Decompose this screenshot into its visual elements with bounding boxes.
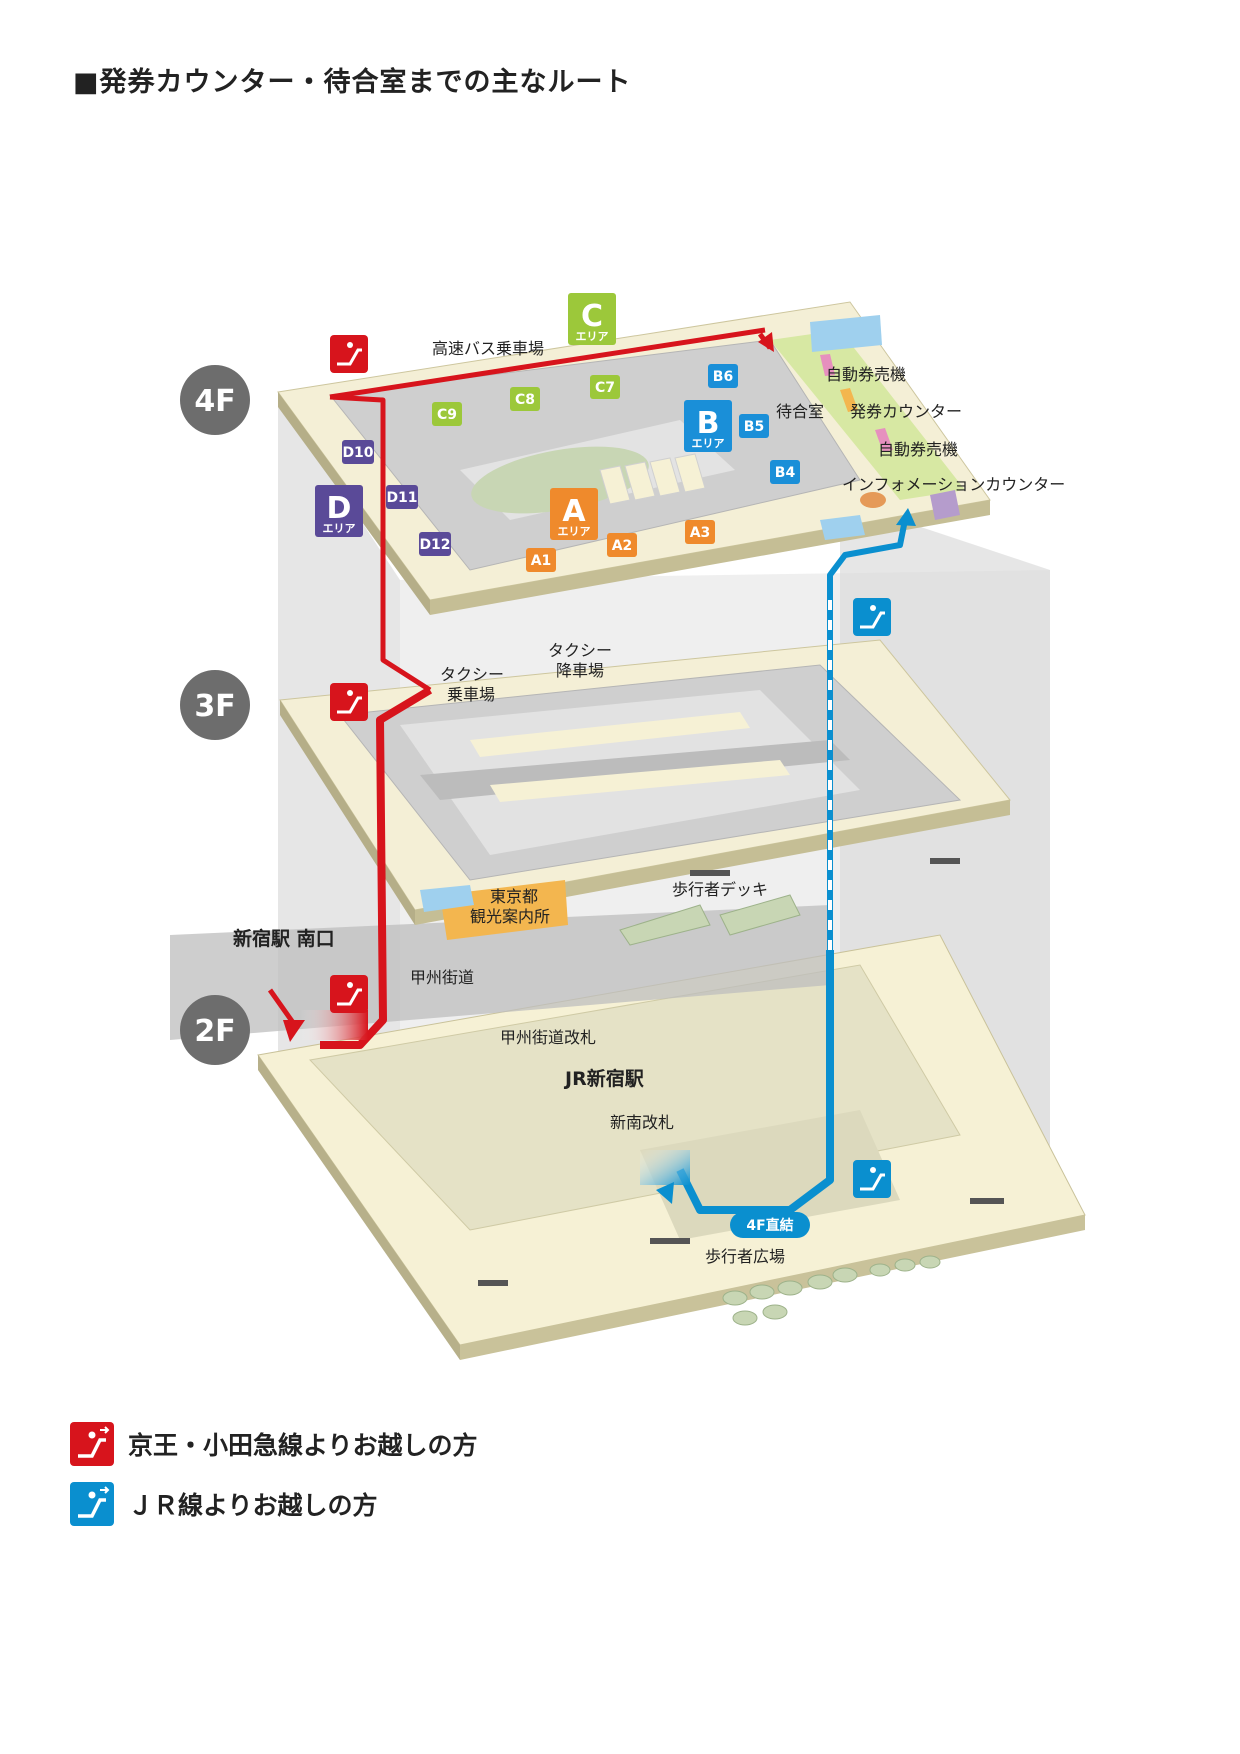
- svg-text:A3: A3: [690, 525, 711, 541]
- svg-text:A2: A2: [612, 538, 633, 554]
- svg-text:エリア: エリア: [692, 437, 725, 450]
- svg-text:エリア: エリア: [323, 522, 356, 535]
- floor-badge-4f: 4F: [180, 365, 250, 435]
- label-ticket-counter: 発券カウンター: [850, 402, 962, 421]
- stop-badge-d10: D10: [342, 440, 374, 464]
- label-south-exit: 新宿駅 南口: [233, 927, 335, 950]
- label-jr-shinjuku: JR新宿駅: [563, 1067, 645, 1090]
- legend-keio: 京王・小田急線よりお越しの方: [70, 1422, 478, 1466]
- svg-text:C7: C7: [595, 380, 615, 396]
- page-title: ■発券カウンター・待合室までの主なルート: [73, 67, 632, 98]
- svg-text:D10: D10: [342, 445, 373, 461]
- label-new-south-gate: 新南改札: [610, 1113, 674, 1132]
- label-ticket-machine-1: 自動券売機: [826, 365, 906, 384]
- stop-badge-d12: D12: [419, 532, 451, 556]
- svg-text:B5: B5: [744, 419, 764, 435]
- svg-text:エリア: エリア: [576, 330, 609, 343]
- label-tokyo-info-2: 観光案内所: [470, 907, 550, 926]
- route-red-start-fade: [300, 1010, 368, 1040]
- floor-badge-2f: 2F: [180, 995, 250, 1065]
- label-koshu-gate: 甲州街道改札: [500, 1028, 596, 1047]
- svg-text:B: B: [697, 406, 720, 441]
- label-plaza: 歩行者広場: [705, 1247, 785, 1266]
- svg-text:3F: 3F: [194, 689, 235, 724]
- label-waiting-room: 待合室: [776, 402, 824, 421]
- escalator-red-icon: [70, 1422, 114, 1466]
- stop-badge-a1: A1: [526, 548, 556, 572]
- stop-badge-b4: B4: [770, 460, 800, 484]
- label-taxi-drop-2: 降車場: [556, 661, 604, 680]
- svg-text:C: C: [581, 299, 603, 334]
- svg-text:エリア: エリア: [558, 525, 591, 538]
- svg-text:B6: B6: [713, 369, 733, 385]
- floor-2f-slab: [257, 934, 1086, 1360]
- label-taxi-drop-1: タクシー: [548, 641, 612, 660]
- area-badge-b: B エリア: [684, 400, 732, 452]
- stop-badge-a3: A3: [685, 520, 715, 544]
- escalator-blue-icon: [70, 1482, 114, 1526]
- escalator-red-icon: [330, 335, 368, 373]
- legend-keio-label: 京王・小田急線よりお越しの方: [128, 1431, 478, 1460]
- area-badge-d: D エリア: [315, 485, 363, 537]
- label-taxi-ride-2: 乗車場: [447, 685, 495, 704]
- svg-text:D: D: [327, 491, 352, 526]
- label-highway-bus: 高速バス乗車場: [432, 339, 544, 358]
- label-ticket-machine-2: 自動券売機: [878, 440, 958, 459]
- svg-text:D11: D11: [386, 490, 417, 506]
- stop-badge-c9: C9: [432, 402, 462, 426]
- route-red-arrow-2f: [283, 1020, 305, 1042]
- svg-text:C9: C9: [437, 407, 457, 423]
- escalator-red-icon: [330, 975, 368, 1013]
- route-blue-start-fade: [640, 1150, 690, 1185]
- stop-badge-d11: D11: [386, 485, 418, 509]
- floor-3f-slab: [279, 639, 1011, 946]
- svg-text:A: A: [562, 494, 586, 529]
- label-taxi-ride-1: タクシー: [440, 665, 504, 684]
- stop-badge-b6: B6: [708, 364, 738, 388]
- stop-badge-a2: A2: [607, 533, 637, 557]
- stop-badge-c8: C8: [510, 387, 540, 411]
- label-deck: 歩行者デッキ: [672, 880, 768, 899]
- route-red-arrow-shaft: [267, 988, 297, 1026]
- svg-text:4F直結: 4F直結: [746, 1217, 793, 1234]
- svg-text:C8: C8: [515, 392, 535, 408]
- svg-text:B4: B4: [775, 465, 796, 481]
- badge-4f-direct: 4F直結: [730, 1212, 810, 1238]
- escalator-red-icon: [330, 683, 368, 721]
- label-info-counter: インフォメーションカウンター: [842, 475, 1065, 494]
- label-koshu-kaido: 甲州街道: [410, 968, 474, 987]
- floor-badge-3f: 3F: [180, 670, 250, 740]
- escalator-blue-icon: [853, 598, 891, 636]
- svg-text:2F: 2F: [194, 1014, 235, 1049]
- route-blue-arrow-2f: [656, 1182, 674, 1204]
- area-badge-c: C エリア: [568, 293, 616, 345]
- stop-badge-c7: C7: [590, 375, 620, 399]
- route-red-arrow-4f: [758, 332, 774, 352]
- area-badge-a: A エリア: [550, 488, 598, 540]
- stop-badge-b5: B5: [739, 414, 769, 438]
- svg-text:D12: D12: [419, 537, 450, 553]
- svg-text:4F: 4F: [194, 384, 235, 419]
- label-tokyo-info-1: 東京都: [490, 887, 538, 906]
- legend-jr: ＪＲ線よりお越しの方: [70, 1482, 378, 1526]
- escalator-blue-icon: [853, 1160, 891, 1198]
- route-blue-arrow-4f: [896, 508, 916, 526]
- svg-text:A1: A1: [531, 553, 552, 569]
- legend-jr-label: ＪＲ線よりお越しの方: [128, 1491, 378, 1520]
